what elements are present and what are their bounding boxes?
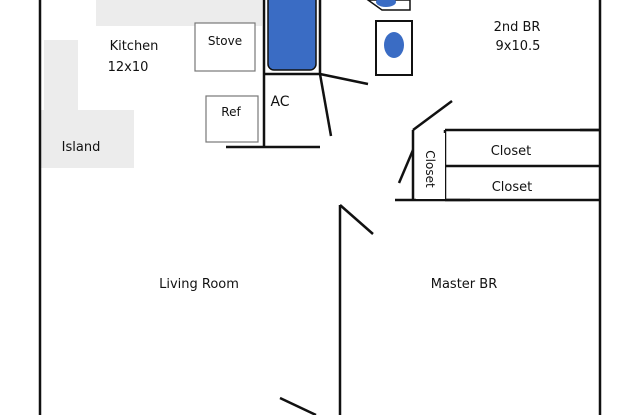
upper-closet-label: Closet [491,144,532,159]
entry-door [279,396,317,415]
vertical-closet-door [397,149,415,184]
lower-closet-label: Closet [492,180,533,195]
sink-icon [376,0,396,7]
kitchen-name: Kitchen [110,39,159,54]
ac-label: AC [270,94,289,110]
stove-label: Stove [208,34,242,48]
door-swings [279,72,453,415]
master-br-door [339,204,374,235]
kitchen-size: 12x10 [108,60,149,75]
bath-door [319,72,369,86]
vertical-closet-box [416,133,445,199]
ac-closet-door [318,73,333,137]
vertical-closet-label: Closet [423,150,437,188]
refrigerator-box [205,95,259,143]
master-br-name: Master BR [431,277,497,292]
toilet-icon [384,32,404,58]
stove-box [194,22,256,72]
living-room-name: Living Room [159,277,239,292]
bathtub-icon [267,0,317,71]
second-br-name: 2nd BR [494,20,541,35]
interior-walls [226,0,600,415]
kitchen-appliances [194,22,259,143]
ref-label: Ref [221,105,241,119]
kitchen-floor-shading [40,0,262,168]
second-br-size: 9x10.5 [496,39,541,54]
outer-walls [38,0,602,415]
island-label: Island [62,140,101,155]
bathroom [267,0,413,76]
second-br-door [412,99,453,132]
